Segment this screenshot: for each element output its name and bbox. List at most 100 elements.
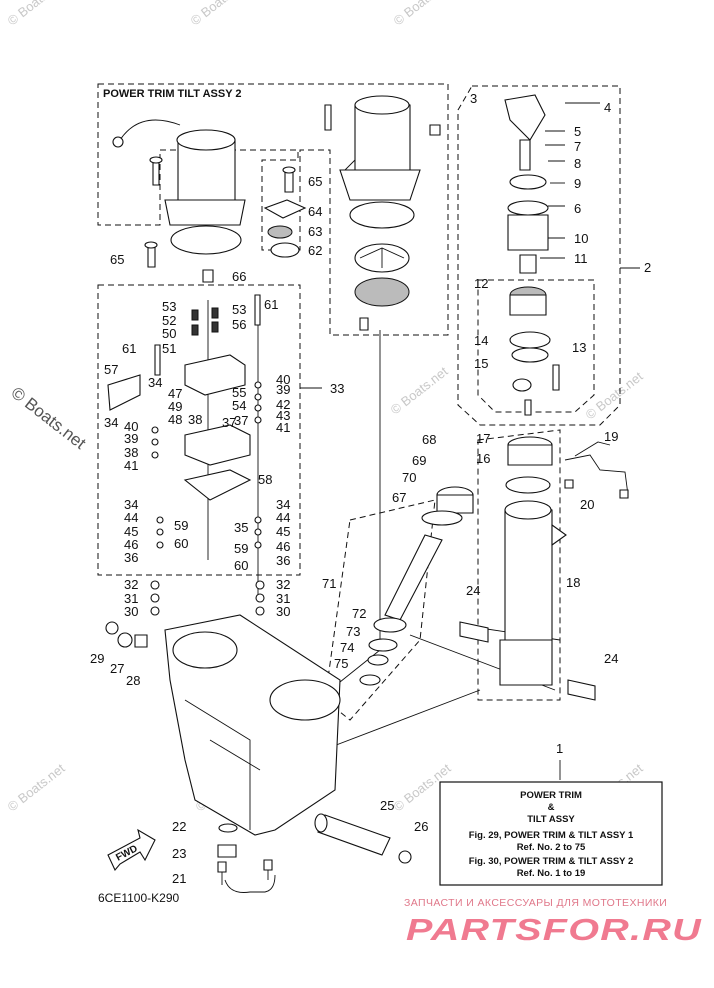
callout-label: 65 (308, 174, 322, 189)
info-box-line: Ref. No. 2 to 75 (517, 842, 586, 853)
callout-label: 41 (124, 458, 138, 473)
callout-label: 61 (122, 341, 136, 356)
callout-label: 6 (574, 201, 581, 216)
callout-label: 33 (330, 381, 344, 396)
callout-label: 51 (162, 341, 176, 356)
callout-label: 49 (168, 399, 182, 414)
callout-label: 4 (604, 100, 611, 115)
callout-label: 40 (276, 372, 290, 387)
callouts: 1 2 3 4 5 7 8 9 6 10 11 12 13 14 15 16 1… (90, 91, 651, 886)
callout-label: 52 (162, 313, 176, 328)
callout-label: 18 (566, 575, 580, 590)
callout-label: 30 (124, 604, 138, 619)
assembly-outlines (97, 83, 621, 721)
brand-name: PARTSFOR.RU (406, 912, 703, 947)
info-box-line: & (548, 802, 555, 813)
brand-tagline: ЗАПЧАСТИ И АКСЕССУАРЫ ДЛЯ МОТОТЕХНИКИ (404, 897, 667, 909)
callout-label: 75 (334, 656, 348, 671)
callout-label: 46 (124, 537, 138, 552)
callout-label: 27 (110, 661, 124, 676)
callout-label: 37 (222, 415, 236, 430)
callout-label: 3 (470, 91, 477, 106)
callout-label: 68 (422, 432, 436, 447)
tilt-cylinder (459, 94, 629, 701)
watermark: © Boats.net (5, 760, 68, 814)
main-bracket (105, 614, 341, 836)
fwd-label: FWD (114, 843, 139, 863)
info-box: POWER TRIM & TILT ASSY Fig. 29, POWER TR… (439, 781, 663, 886)
callout-label: 59 (234, 541, 248, 556)
callout-label: 34 (276, 497, 290, 512)
watermark: © Boats.net (391, 0, 454, 28)
callout-label: 63 (308, 224, 322, 239)
callout-label: 59 (174, 518, 188, 533)
callout-label: 57 (104, 362, 118, 377)
callout-label: 47 (168, 386, 182, 401)
callout-label: 29 (90, 651, 104, 666)
callout-label: 55 (232, 385, 246, 400)
callout-label: 7 (574, 139, 581, 154)
callout-label: 53 (232, 302, 246, 317)
callout-label: 42 (276, 397, 290, 412)
callout-label: 12 (474, 276, 488, 291)
callout-label: 70 (402, 470, 416, 485)
watermark: © Boats.net (388, 363, 451, 417)
callout-label: 34 (124, 497, 138, 512)
callout-label: 31 (124, 591, 138, 606)
callout-label: 24 (466, 583, 480, 598)
callout-label: 20 (580, 497, 594, 512)
watermark: © Boats.net (583, 368, 646, 422)
callout-label: 46 (276, 539, 290, 554)
callout-label: 21 (172, 871, 186, 886)
callout-label: 38 (124, 445, 138, 460)
callout-label: 16 (476, 451, 490, 466)
callout-label: 71 (322, 576, 336, 591)
callout-label: 32 (124, 577, 138, 592)
diagram-code: 6CE1100-K290 (98, 891, 179, 905)
callout-label: 17 (476, 431, 490, 446)
callout-label: 50 (162, 326, 176, 341)
valve-block (107, 294, 265, 616)
watermark: © Boats.net (5, 0, 68, 28)
callout-label: 15 (474, 356, 488, 371)
info-box-line: Fig. 30, POWER TRIM & TILT ASSY 2 (469, 856, 634, 867)
brand-logo: ЗАПЧАСТИ И АКСЕССУАРЫ ДЛЯ МОТОТЕХНИКИ PA… (404, 897, 703, 947)
callout-label: 40 (124, 419, 138, 434)
callout-label: 25 (380, 798, 394, 813)
callout-label: 65 (110, 252, 124, 267)
callout-label: 2 (644, 260, 651, 275)
side-watermark: © Boats.net (8, 383, 90, 453)
callout-label: 67 (392, 490, 406, 505)
callout-label: 13 (572, 340, 586, 355)
callout-label: 28 (126, 673, 140, 688)
info-box-line: Ref. No. 1 to 19 (517, 868, 586, 879)
callout-label: 56 (232, 317, 246, 332)
callout-label: 48 (168, 412, 182, 427)
info-box-line: Fig. 29, POWER TRIM & TILT ASSY 1 (469, 830, 634, 841)
callout-label: 1 (556, 741, 563, 756)
callout-label: 66 (232, 269, 246, 284)
callout-label: 23 (172, 846, 186, 861)
tilt-motor-left (112, 119, 246, 255)
tilt-motor-right (324, 95, 441, 331)
callout-label: 53 (162, 299, 176, 314)
info-box-line: TILT ASSY (527, 814, 575, 825)
callout-label: 24 (604, 651, 618, 666)
callout-label: 60 (174, 536, 188, 551)
callout-label: 44 (124, 510, 138, 525)
callout-label: 5 (574, 124, 581, 139)
callout-label: 61 (264, 297, 278, 312)
callout-label: 31 (276, 591, 290, 606)
shaft-and-pipe (217, 813, 412, 893)
callout-label: 30 (276, 604, 290, 619)
callout-label: 36 (124, 550, 138, 565)
callout-label: 74 (340, 640, 354, 655)
fwd-arrow: FWD (107, 828, 156, 872)
callout-label: 8 (574, 156, 581, 171)
callout-label: 44 (276, 510, 290, 525)
callout-label: 58 (258, 472, 272, 487)
callout-label: 22 (172, 819, 186, 834)
callout-label: 14 (474, 333, 488, 348)
callout-label: 9 (574, 176, 581, 191)
